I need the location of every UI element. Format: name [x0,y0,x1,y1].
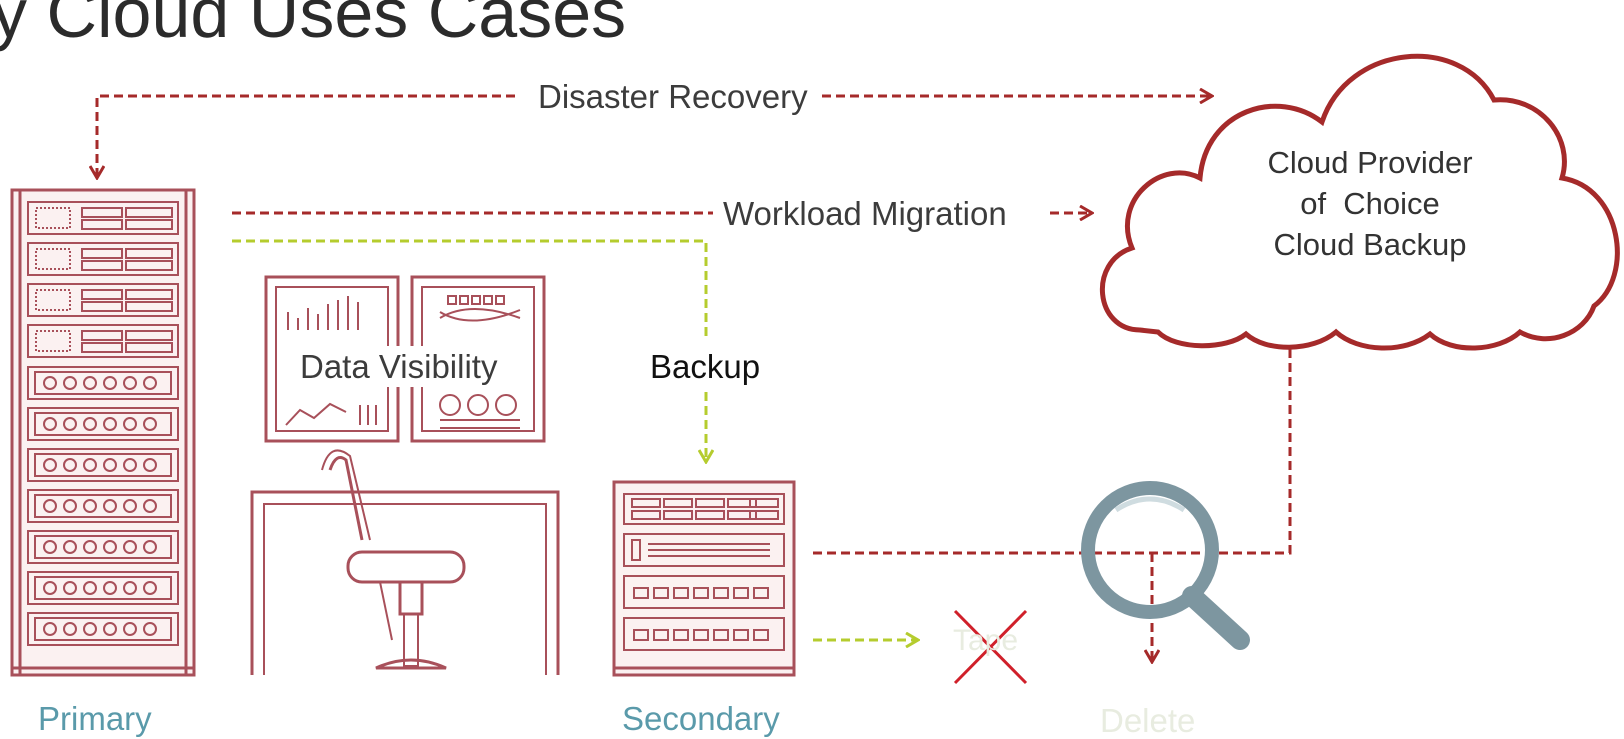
secondary-server-icon [612,480,796,677]
cloud-icon [1099,53,1620,351]
tape-label: Tape [953,624,1019,657]
primary-label: Primary [38,700,152,737]
disaster-recovery-connector [97,94,515,178]
magnifier-icon [1081,481,1250,650]
secondary-label: Secondary [622,700,780,737]
primary-server-rack-icon [10,188,196,677]
cross-icon [953,609,1028,685]
cloud-label: Cloud Provider of Choice Cloud Backup [1250,142,1490,266]
disaster-recovery-label: Disaster Recovery [530,80,816,113]
cloud-label-line3: Cloud Backup [1273,227,1467,263]
delete-label: Delete [1100,702,1196,739]
chair-icon [321,449,466,670]
backup-label: Backup [640,346,771,387]
data-visibility-label: Data Visibility [288,346,510,387]
monitor-right-icon [410,275,546,443]
backup-connector [232,239,708,340]
page-title: y Cloud Uses Cases [0,0,627,52]
workload-migration-label: Workload Migration [715,197,1015,230]
cloud-label-line2: of Choice [1300,186,1440,222]
cloud-backup-connector [813,330,1290,555]
desk-icon [250,490,560,675]
cloud-label-line1: Cloud Provider [1267,145,1473,180]
